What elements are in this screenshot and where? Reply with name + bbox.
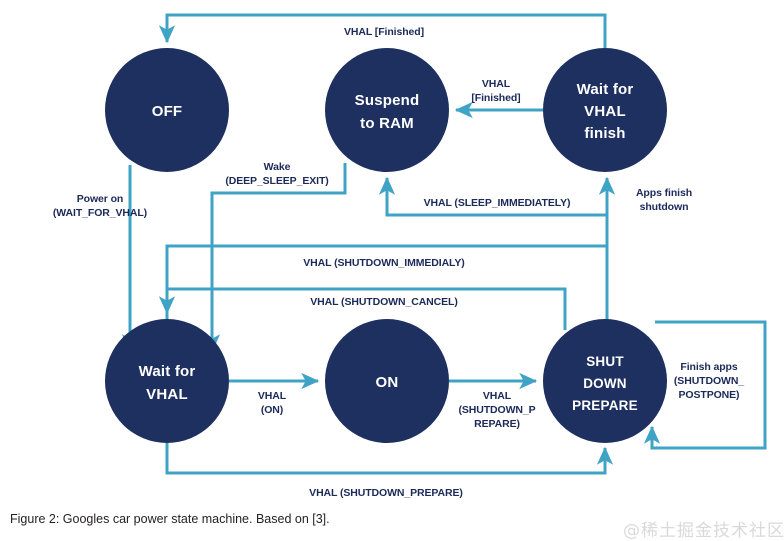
edge-vhal-shutdown-prepare-wait (165, 443, 614, 475)
edge-label-finish-apps-line3: POSTPONE) (679, 389, 740, 401)
edge-label-vhal-shutdown-immedialy: VHAL (SHUTDOWN_IMMEDIALY) (303, 257, 464, 269)
state-label-shutdown-prepare-line3: PREPARE (572, 398, 638, 413)
edge-label-vhal-shutdown-prepare-on-line2: (SHUTDOWN_P (458, 404, 535, 416)
state-node-wait-for-vhal[interactable]: Wait for VHAL (105, 319, 229, 443)
state-circle-suspend-to-ram (325, 48, 449, 172)
edge-label-vhal-on-line2: (ON) (261, 404, 283, 416)
watermark: @稀土掘金技术社区 (623, 521, 784, 541)
edge-wake-deep-sleep-exit (203, 163, 347, 353)
edge-label-vhal-shutdown-prepare-on-line1: VHAL (483, 390, 512, 402)
edge-label-power-on-line1: Power on (77, 193, 123, 205)
edge-vhal-finished-to-off (158, 13, 607, 48)
edge-label-vhal-finished-to-off: VHAL [Finished] (344, 26, 424, 38)
state-circle-off (105, 48, 229, 172)
edge-label-vhal-shutdown-prepare-wait: VHAL (SHUTDOWN_PREPARE) (309, 487, 463, 499)
state-label-suspend-to-ram-line1: Suspend (355, 92, 420, 109)
edge-label-wake-line2: (DEEP_SLEEP_EXIT) (225, 175, 328, 187)
state-label-shutdown-prepare-line2: DOWN (583, 376, 627, 391)
state-label-off: OFF (152, 103, 183, 120)
state-circle-shutdown-prepare (543, 319, 667, 443)
edge-label-vhal-shutdown-cancel: VHAL (SHUTDOWN_CANCEL) (310, 296, 458, 308)
edge-vhal-shutdown-immedialy (158, 215, 609, 315)
state-label-shutdown-prepare-line1: SHUT (586, 354, 624, 369)
edge-label-apps-finish-shutdown-line2: shutdown (640, 201, 689, 213)
state-label-wait-for-vhal-line2: VHAL (146, 386, 188, 403)
edge-label-vhal-finished-to-suspend-line1: VHAL (482, 78, 511, 90)
state-circle-wait-for-vhal-finish (543, 48, 667, 172)
edge-label-finish-apps-line2: (SHUTDOWN_ (674, 375, 744, 387)
figure-caption: Figure 2: Googles car power state machin… (10, 512, 330, 526)
edge-label-vhal-shutdown-prepare-on-line3: REPARE) (474, 418, 520, 430)
edge-label-finish-apps-line1: Finish apps (680, 361, 738, 373)
state-label-suspend-to-ram-line2: to RAM (360, 115, 414, 132)
edge-label-power-on-line2: (WAIT_FOR_VHAL) (53, 207, 147, 219)
state-label-wait-for-vhal-finish-line2: VHAL (584, 103, 626, 120)
edge-label-vhal-finished-to-suspend-line2: [Finished] (471, 92, 520, 104)
state-label-wait-for-vhal-finish-line3: finish (584, 125, 625, 142)
edge-finish-apps-shutdown-postpone (643, 320, 767, 450)
edge-label-wake-line1: Wake (264, 161, 291, 173)
state-node-suspend-to-ram[interactable]: Suspend to RAM (325, 48, 449, 172)
edge-vhal-shutdown-cancel (158, 287, 567, 345)
state-node-shutdown-prepare[interactable]: SHUT DOWN PREPARE (543, 319, 667, 443)
state-circle-wait-for-vhal (105, 319, 229, 443)
state-circle-on (325, 319, 449, 443)
state-node-off[interactable]: OFF (105, 48, 229, 172)
state-node-wait-for-vhal-finish[interactable]: Wait for VHAL finish (543, 48, 667, 172)
edge-label-vhal-on-line1: VHAL (258, 390, 287, 402)
state-label-wait-for-vhal-finish-line1: Wait for (577, 81, 634, 98)
state-label-on: ON (376, 374, 399, 391)
edge-label-vhal-sleep-immediately: VHAL (SLEEP_IMMEDIATELY) (424, 197, 571, 209)
state-node-on[interactable]: ON (325, 319, 449, 443)
edge-vhal-sleep-immediately (378, 176, 607, 217)
edge-label-apps-finish-shutdown-line1: Apps finish (636, 187, 692, 199)
state-label-wait-for-vhal-line1: Wait for (139, 363, 196, 380)
